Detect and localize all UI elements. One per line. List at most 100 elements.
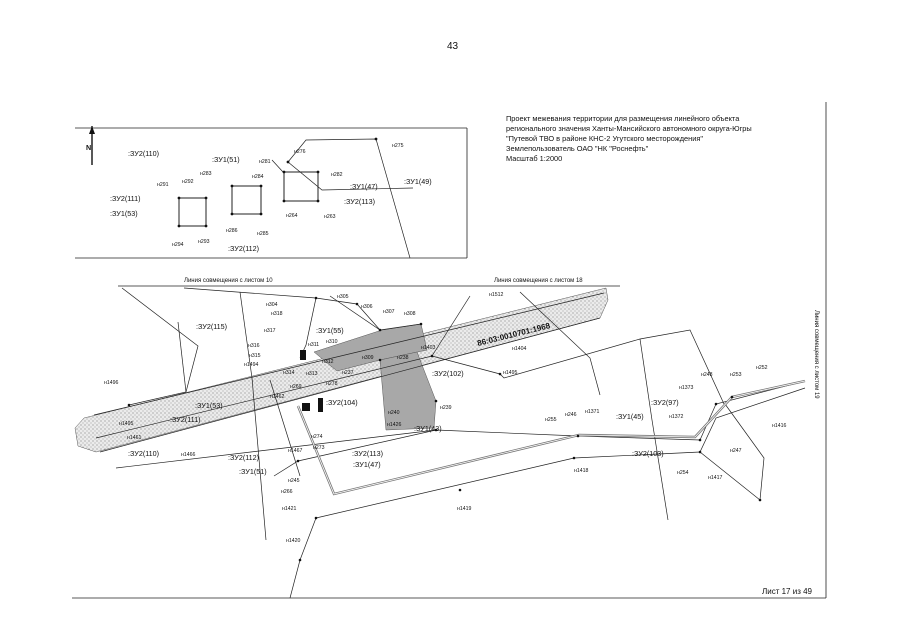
- point-label: н1403: [421, 345, 436, 351]
- page-number: 43: [446, 41, 459, 52]
- point-label: н263: [324, 214, 336, 220]
- point-label: н304: [266, 302, 278, 308]
- point-label: н275: [392, 143, 404, 149]
- point-label: н276: [294, 149, 306, 155]
- point-label: н1372: [669, 414, 684, 420]
- point-label: н245: [288, 478, 300, 484]
- point-label: н307: [383, 309, 395, 315]
- point-label: н1512: [489, 292, 504, 298]
- point-label: н317: [264, 328, 276, 334]
- point-label: н1426: [387, 422, 402, 428]
- point-label: н278: [326, 381, 338, 387]
- point-label: н1496: [104, 380, 119, 386]
- point-label: н237: [342, 370, 354, 376]
- zone-label: :ЗУ2(112): [228, 453, 259, 462]
- zone-label: :ЗУ1(47): [350, 182, 378, 191]
- point-label: н1462: [270, 394, 285, 400]
- point-label: н1495: [119, 421, 134, 427]
- zone-label: :ЗУ2(110): [128, 449, 159, 458]
- point-label: н1404: [512, 346, 527, 352]
- zone-label: :ЗУ1(53): [110, 209, 138, 218]
- point-label: н1466: [181, 452, 196, 458]
- point-label: н306: [361, 304, 373, 310]
- zone-label: :ЗУ2(103): [632, 449, 664, 458]
- point-label: н286: [226, 228, 238, 234]
- title-line-1: Проект межевания территории для размещен…: [506, 114, 740, 123]
- point-label: н1467: [288, 448, 303, 454]
- join-line-sheet19: Линия совмещения с листом 19: [813, 310, 819, 399]
- zone-label: :ЗУ2(97): [651, 398, 679, 407]
- zone-label: :ЗУ2(113): [344, 197, 375, 206]
- point-label: н255: [545, 417, 557, 423]
- join-line-sheet10: Линия совмещения с листом 10: [184, 278, 273, 284]
- join-line-sheet18: Линия совмещения с листом 18: [494, 278, 583, 284]
- point-label: н314: [283, 370, 295, 376]
- zone-label: :ЗУ2(113): [352, 449, 383, 458]
- point-label: н283: [200, 171, 212, 177]
- zone-label: :ЗУ2(115): [196, 322, 227, 331]
- point-label: н1418: [574, 468, 589, 474]
- point-label: н315: [249, 353, 261, 359]
- zone-label: :ЗУ1(51): [239, 467, 267, 476]
- point-label: н274: [311, 434, 323, 440]
- point-label: н266: [281, 489, 293, 495]
- point-label: н239: [440, 405, 452, 411]
- map-point-markers: [127, 296, 762, 562]
- point-label: н285: [257, 231, 269, 237]
- point-label: н1419: [457, 506, 472, 512]
- point-label: н248: [701, 372, 713, 378]
- point-label: н311: [308, 342, 319, 348]
- inset-point-labels: н276 н275 н281 н284 н282 н283 н292 н291 …: [157, 143, 404, 248]
- allotment-areas: [313, 323, 437, 431]
- zone-label: :ЗУ1(55): [316, 326, 344, 335]
- point-label: н253: [730, 372, 742, 378]
- point-label: н284: [252, 174, 264, 180]
- point-label: н281: [259, 159, 271, 165]
- zone-label: :ЗУ2(104): [326, 398, 358, 407]
- point-label: н238: [397, 355, 409, 361]
- point-label: н247: [730, 448, 742, 454]
- point-label: н254: [677, 470, 689, 476]
- zone-label: :ЗУ1(45): [616, 412, 644, 421]
- title-line-4: Землепользователь ОАО "НК "Роснефть": [506, 144, 649, 153]
- point-label: н1416: [772, 423, 787, 429]
- point-label: н1420: [286, 538, 301, 544]
- zone-label: :ЗУ2(111): [110, 194, 141, 203]
- zone-label: :ЗУ1(49): [404, 177, 432, 186]
- zone-label: :ЗУ2(110): [128, 149, 159, 158]
- point-label: н1495: [503, 370, 518, 376]
- north-label: N: [86, 143, 91, 152]
- point-label: н1371: [585, 409, 600, 415]
- zone-label: :ЗУ2(112): [228, 244, 259, 253]
- zone-label: :ЗУ1(53): [195, 401, 223, 410]
- map-point-labels: н305 н1512 н304 н306 н307 н308 н318 н317…: [104, 292, 787, 544]
- zone-label: :ЗУ2(102): [432, 369, 464, 378]
- well-markers: [300, 350, 323, 412]
- point-label: н1461: [127, 435, 142, 441]
- zone-label: :ЗУ1(43): [414, 424, 442, 433]
- point-label: н318: [271, 311, 283, 317]
- point-label: н1373: [679, 385, 694, 391]
- point-label: н291: [157, 182, 169, 188]
- point-label: н313: [306, 371, 318, 377]
- title-line-5: Масштаб 1:2000: [506, 154, 563, 163]
- zone-label: :ЗУ1(51): [212, 155, 240, 164]
- pipeline-route: [296, 379, 806, 496]
- point-label: н273: [313, 445, 325, 451]
- point-label: н305: [337, 294, 349, 300]
- point-label: н269: [290, 384, 302, 390]
- point-label: н294: [172, 242, 184, 248]
- point-label: н252: [756, 365, 768, 371]
- map-zone-labels: :ЗУ2(115) :ЗУ1(55) :ЗУ2(102) :ЗУ2(104) :…: [128, 322, 679, 476]
- title-block: Проект межевания территории для размещен…: [506, 114, 752, 164]
- point-label: н246: [565, 412, 577, 418]
- point-label: н308: [404, 311, 416, 317]
- point-label: н240: [388, 410, 400, 416]
- point-label: н310: [326, 339, 338, 345]
- title-line-3: "Путевой ТВО в районе КНС-2 Угутского ме…: [506, 134, 703, 143]
- inset-points: [177, 137, 378, 228]
- point-label: н312: [322, 359, 334, 365]
- zone-label: :ЗУ1(47): [353, 460, 381, 469]
- zone-label: :ЗУ2(111): [170, 415, 201, 424]
